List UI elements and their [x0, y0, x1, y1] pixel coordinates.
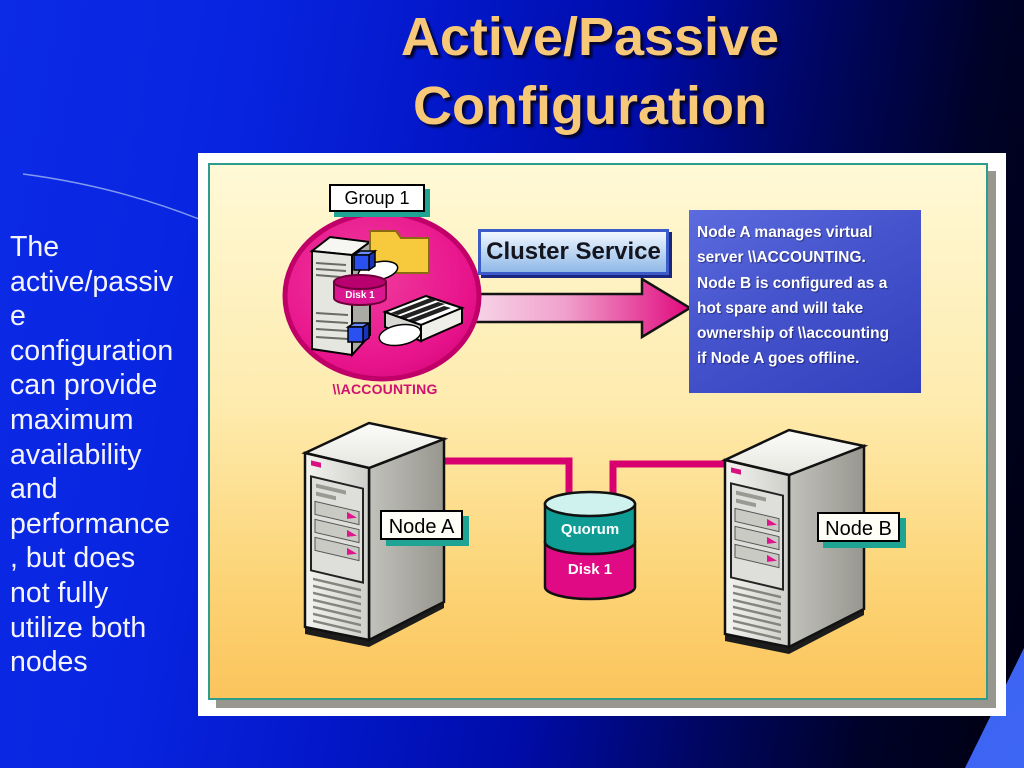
body-line: availability — [10, 438, 142, 471]
disk-cylinder-icon — [543, 540, 637, 601]
note-line: Node A manages virtual — [697, 224, 873, 241]
note-line: hot spare and will take — [697, 299, 864, 317]
diagram-panel: Disk 1 — [208, 163, 988, 700]
node-b-label: Node B — [817, 512, 900, 542]
group1-label: Group 1 — [329, 184, 425, 212]
connector-cube-icon — [345, 321, 372, 344]
connector-cube-icon — [351, 249, 378, 272]
quorum-label: Quorum — [561, 521, 619, 538]
note-box: Node A manages virtual server \\ACCOUNTI… — [689, 210, 921, 393]
cluster-interconnect-lines — [444, 457, 727, 499]
body-line: maximum — [10, 403, 134, 436]
body-line: nodes — [10, 646, 88, 679]
quorum-cylinder-icon — [543, 490, 637, 556]
note-line: ownership of \\accounting — [697, 325, 890, 343]
body-line: The — [10, 231, 60, 263]
hand-icon — [378, 323, 422, 347]
disk-cylinder-icon: Disk 1 — [333, 274, 387, 306]
title-line-2: Configuration — [413, 76, 767, 136]
body-line: , but does — [10, 542, 136, 575]
body-line: configuration — [10, 334, 174, 367]
printer-icon — [378, 294, 465, 347]
body-line: performance — [10, 507, 170, 540]
body-line: active/passiv — [10, 265, 174, 298]
body-line: not fully — [10, 576, 109, 609]
resource-group-circle: Disk 1 — [282, 210, 482, 382]
cluster-diagram: Disk 1 — [282, 210, 866, 656]
body-line: utilize both — [10, 611, 147, 644]
node-a-label: Node A — [380, 510, 463, 540]
mini-disk-label: Disk 1 — [345, 290, 375, 301]
arrow-right-icon — [458, 276, 693, 340]
cluster-service-box: Cluster Service — [478, 229, 669, 275]
body-line: e — [10, 300, 26, 333]
slide-body-text: The active/passiv e configuration can pr… — [10, 230, 210, 680]
accounting-share-label: \\ACCOUNTING — [332, 381, 438, 397]
note-line: server \\ACCOUNTING. — [697, 249, 866, 267]
quorum-disk-stack: Quorum Disk 1 — [543, 490, 637, 601]
body-line: can provide — [10, 369, 158, 402]
body-line: and — [10, 473, 58, 506]
note-line: Node B is configured as a — [697, 274, 888, 292]
note-line: if Node A goes offline. — [697, 350, 860, 368]
diagram-frame: Disk 1 — [198, 153, 1006, 716]
page-title: Active/Passive Configuration — [180, 0, 1000, 141]
disk1-label: Disk 1 — [568, 561, 612, 578]
title-line-1: Active/Passive — [400, 7, 780, 67]
